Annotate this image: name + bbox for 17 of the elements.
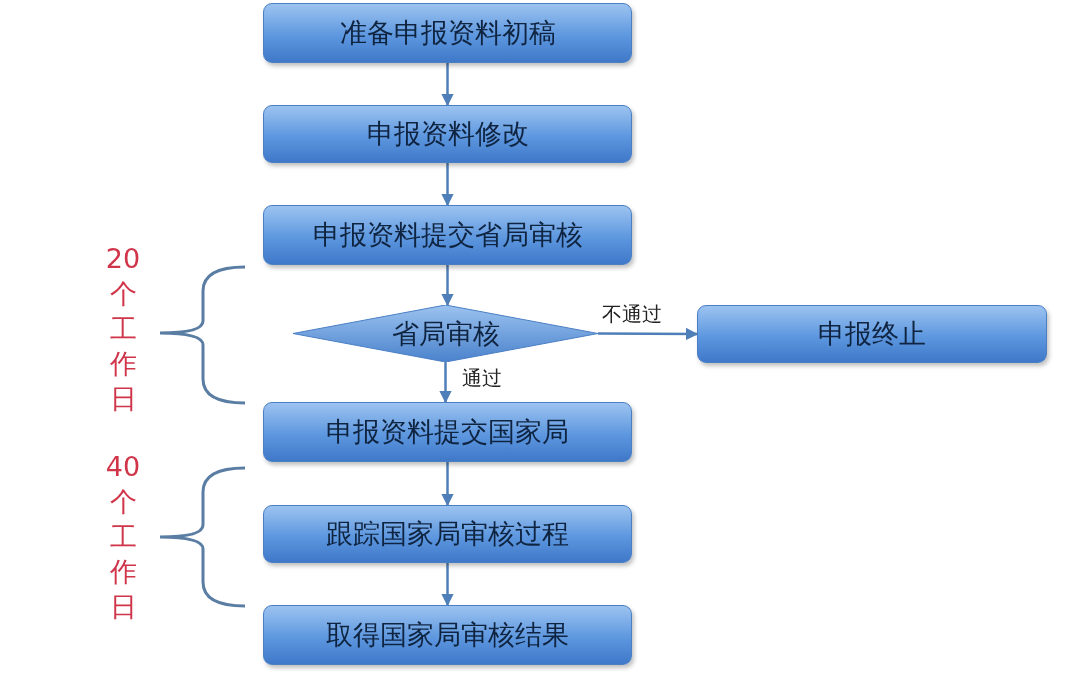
arrow — [598, 327, 699, 341]
process-box: 申报资料提交省局审核 — [263, 205, 632, 265]
duration-label: 20个工作日 — [104, 242, 142, 416]
arrow — [439, 362, 452, 404]
arrow — [441, 265, 454, 307]
process-box: 申报资料修改 — [263, 105, 632, 163]
process-box: 准备申报资料初稿 — [263, 3, 632, 63]
process-box: 申报终止 — [697, 305, 1047, 363]
process-box: 跟踪国家局审核过程 — [263, 505, 632, 563]
process-box: 申报资料提交国家局 — [263, 402, 632, 462]
arrow — [441, 462, 454, 507]
duration-label: 40个工作日 — [104, 450, 142, 624]
arrow — [441, 63, 454, 107]
decision-diamond: 省局审核 — [293, 305, 598, 362]
arrow — [441, 563, 454, 607]
process-box: 取得国家局审核结果 — [263, 605, 632, 665]
arrow — [441, 163, 454, 207]
